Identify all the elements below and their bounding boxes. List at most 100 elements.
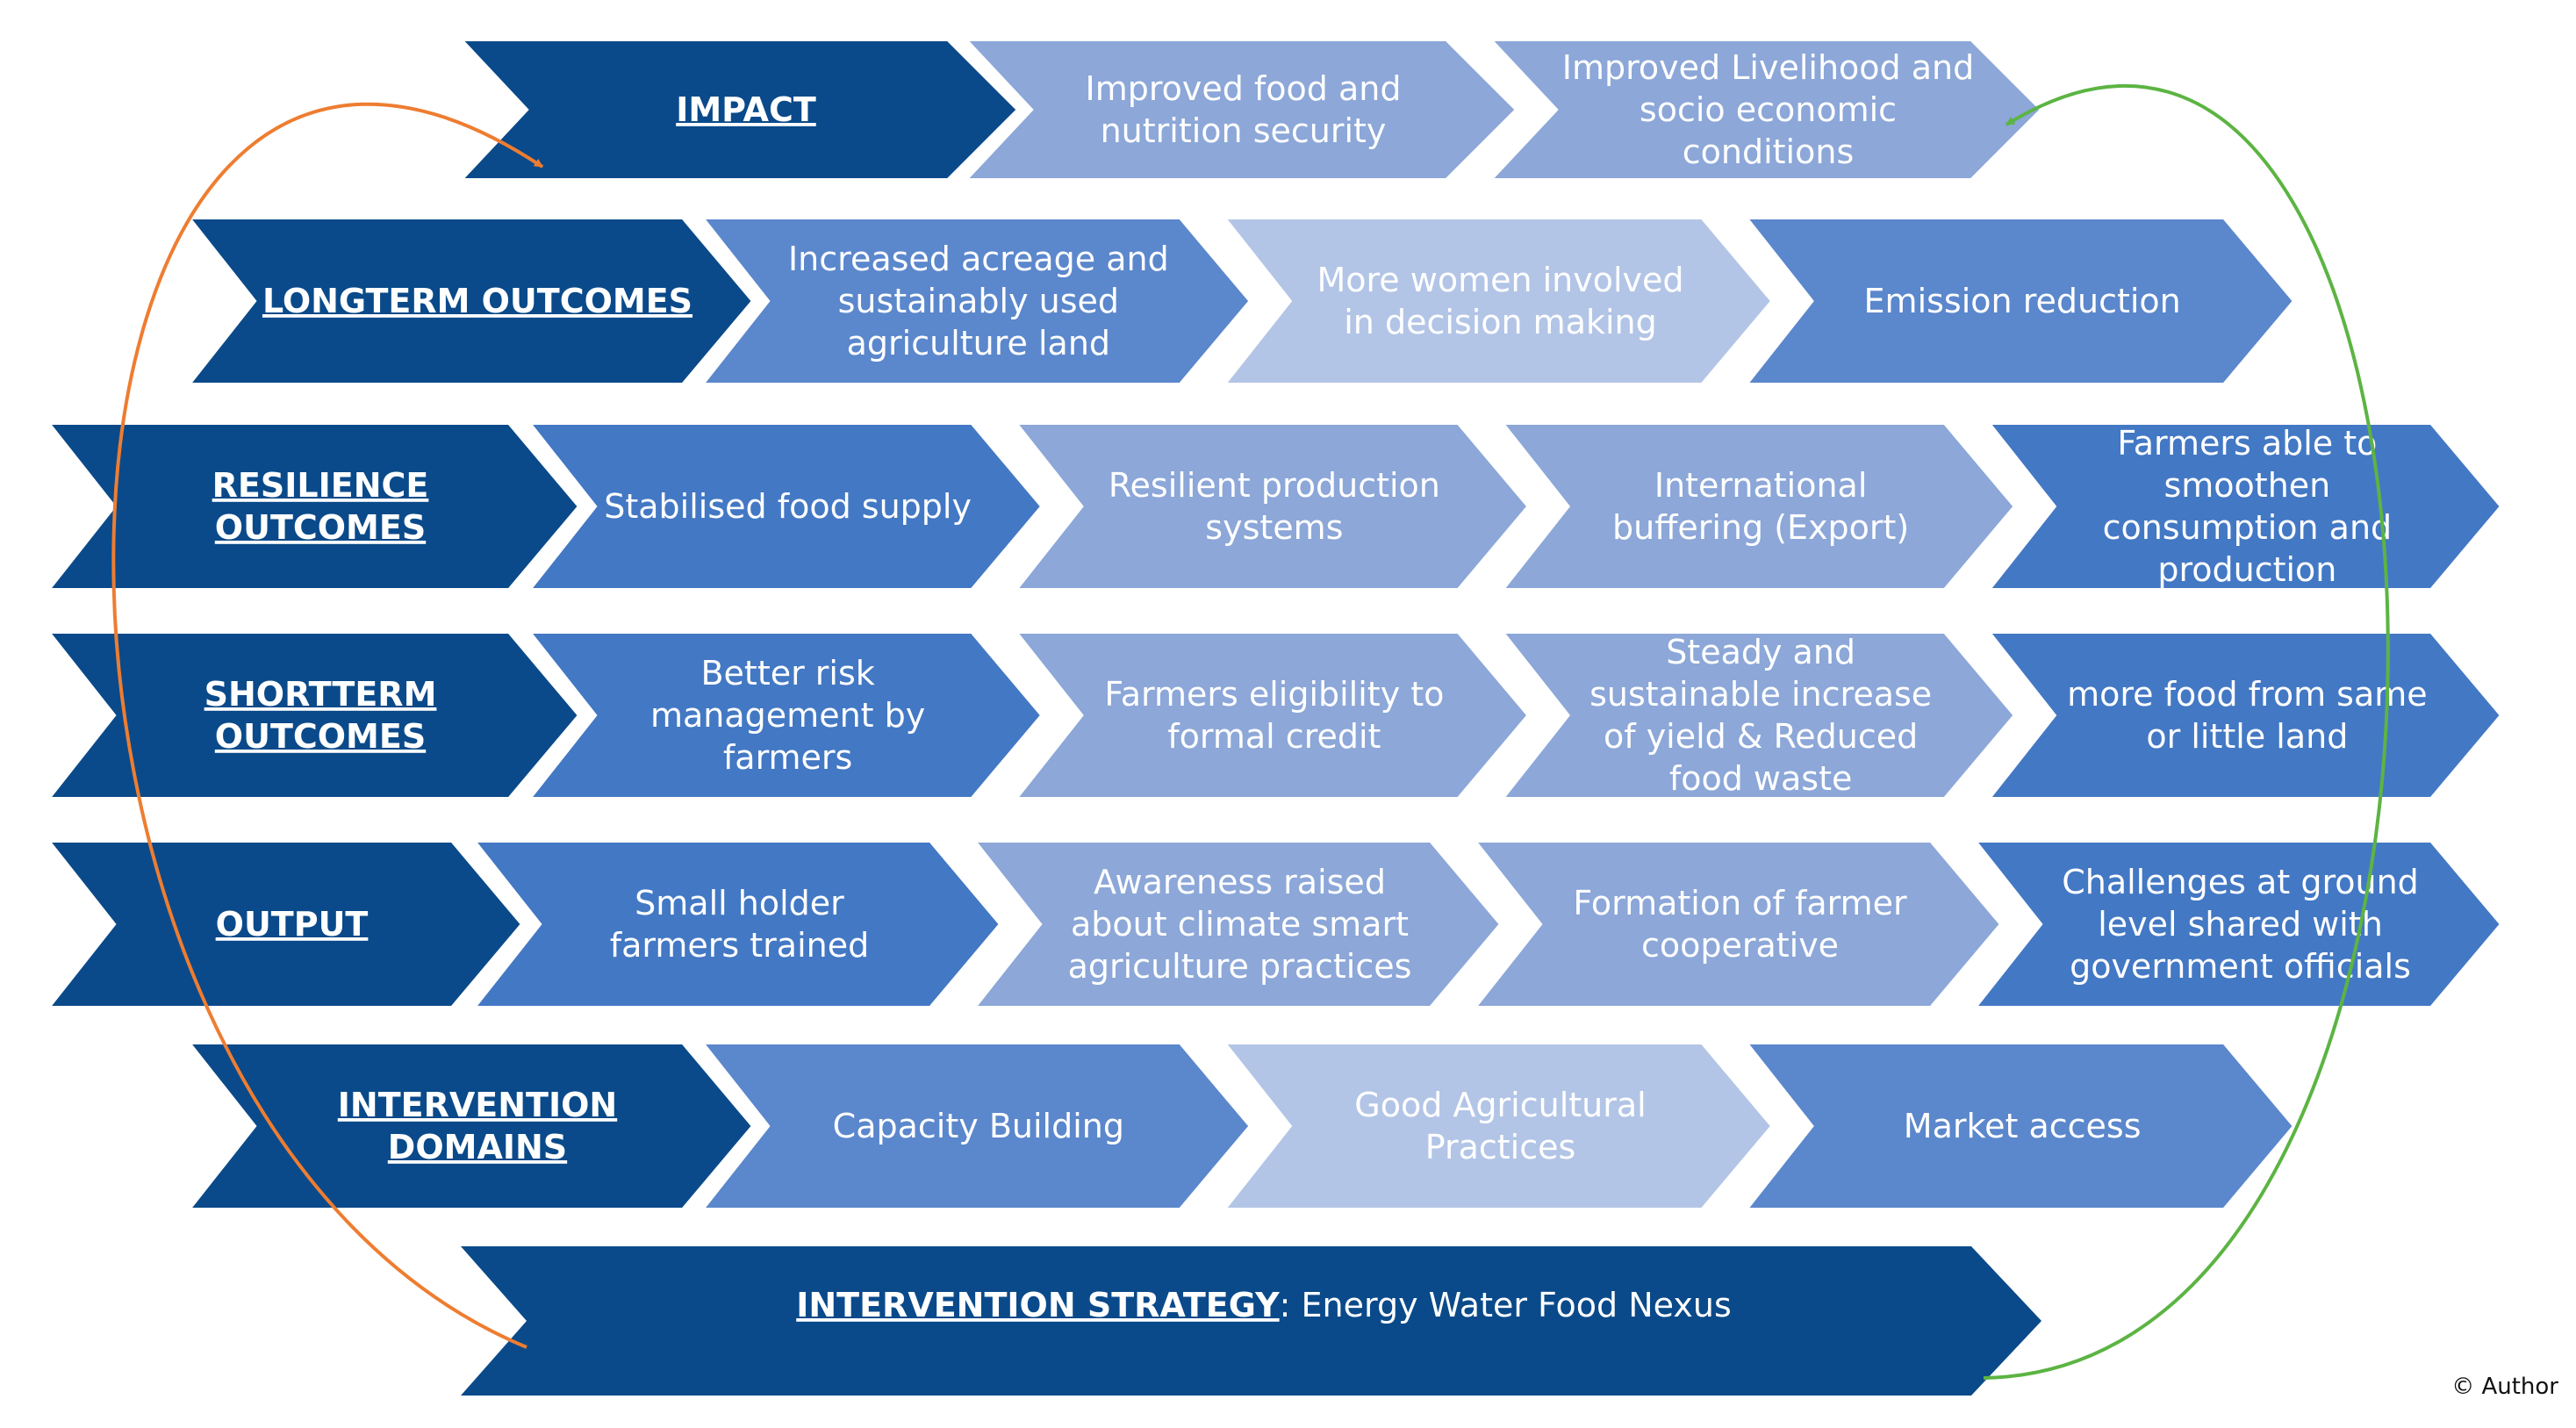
intervention-domains-cell-2-text-line: Good Agricultural (1354, 1086, 1646, 1124)
resilience-outcomes-cell-1-text-line: Stabilised food supply (604, 487, 972, 526)
longterm-outcomes-cell-2-text: More women involved in decision making (1317, 261, 1683, 341)
resilience-outcomes-cell-4-text-line: Farmers able to (2117, 424, 2377, 463)
resilience-outcomes-cell-4-chevron (1984, 421, 2504, 592)
longterm-outcomes-cell-2-chevron (1220, 216, 1775, 386)
intervention-strategy-text: INTERVENTION STRATEGY: Energy Water Food… (796, 1286, 1732, 1324)
impact-cell-2-text-line: conditions (1683, 133, 1855, 171)
impact-cell-2-text-line: Improved Livelihood and (1562, 48, 1974, 87)
row-longterm-outcomes: Emission reduction More women involved in … (184, 216, 2297, 386)
impact-label-chevron (456, 38, 1021, 182)
impact-cell-2-text-line: socio economic (1640, 90, 1897, 129)
longterm-outcomes-label-chevron (184, 216, 756, 386)
output-cell-3-text-line: cooperative (1641, 926, 1839, 965)
output-cell-2-text-line: about climate smart (1071, 905, 1409, 944)
longterm-outcomes-cell-1-text: Increased acreage and sustainably used agr… (788, 240, 1169, 362)
intervention-domains-cell-1-chevron (698, 1041, 1253, 1211)
output-cell-4-text-line: Challenges at ground (2062, 863, 2419, 901)
longterm-outcomes-cell-1-text-line: sustainably used (838, 282, 1119, 320)
longterm-outcomes-cell-3-chevron (1742, 216, 2297, 386)
impact-label: IMPACT (676, 90, 816, 129)
resilience-outcomes-cell-2-text-line: systems (1205, 508, 1343, 547)
resilience-outcomes-cell-3-chevron (1498, 421, 2018, 592)
intervention-strategy-chevron (461, 1246, 2041, 1396)
shortterm-outcomes-cell-1-text-line: Better risk (700, 654, 874, 692)
resilience-outcomes-cell-4-text-line: production (2157, 550, 2336, 589)
impact-cell-1-text-line: nutrition security (1101, 111, 1387, 150)
longterm-outcomes-label: LONGTERM OUTCOMES (262, 282, 692, 320)
shortterm-outcomes-cell-4-text-line: or little land (2146, 717, 2348, 756)
intervention-domains-cell-1-text-line: Capacity Building (833, 1107, 1124, 1145)
impact-cell-1-text-line: Improved food and (1085, 69, 1401, 108)
longterm-outcomes-cell-3-text-line: Emission reduction (1864, 282, 2181, 320)
shortterm-outcomes-label-chevron (44, 630, 582, 800)
resilience-outcomes-cell-3-text-line: International (1654, 466, 1868, 505)
green-feedback-arrow (1983, 83, 2390, 1380)
shortterm-outcomes-cell-2-text-line: Farmers eligibility to (1104, 675, 1444, 714)
longterm-outcomes-cell-1-text-line: Increased acreage and (788, 240, 1169, 278)
intervention-domains-cell-2-chevron (1220, 1041, 1775, 1211)
resilience-outcomes-label-line: OUTCOMES (215, 508, 426, 547)
copyright-notice: © Author (2451, 1374, 2558, 1400)
longterm-outcomes-cell-3-text: Emission reduction (1864, 282, 2181, 320)
shortterm-outcomes-cell-3-chevron (1498, 630, 2018, 800)
resilience-outcomes-cell-2-chevron (1012, 421, 1532, 592)
output-cell-2-text-line: agriculture practices (1068, 947, 1412, 986)
output-cell-2-text-line: Awareness raised (1094, 863, 1386, 901)
output-label-chevron (44, 839, 525, 1009)
resilience-outcomes-cell-2-text-line: Resilient production (1109, 466, 1440, 505)
resilience-outcomes-label-chevron (44, 421, 582, 592)
intervention-domains-cell-2-text-line: Practices (1425, 1128, 1576, 1166)
impact-label-line: IMPACT (676, 90, 816, 129)
longterm-outcomes-cell-2-text-line: More women involved (1317, 261, 1683, 299)
output-cell-2-chevron (970, 839, 1503, 1009)
shortterm-outcomes-label-line: OUTCOMES (215, 717, 426, 756)
resilience-outcomes-cell-1-chevron (525, 421, 1044, 592)
intervention-strategy-row: INTERVENTION STRATEGY: Energy Water Food… (461, 1246, 2041, 1396)
shortterm-outcomes-cell-2-text-line: formal credit (1167, 717, 1381, 756)
shortterm-outcomes-cell-3-text-line: food waste (1669, 759, 1853, 798)
shortterm-outcomes-cell-1-text-line: management by (650, 696, 925, 735)
intervention-domains-cell-3-text: Market access (1904, 1107, 2142, 1145)
output-cell-4-text-line: government officials (2070, 947, 2411, 986)
output-cell-1-chevron (470, 839, 1003, 1009)
intervention-domains-cell-3-text-line: Market access (1904, 1107, 2142, 1145)
impact-cell-1-chevron (961, 38, 1519, 182)
resilience-outcomes-cell-3-text-line: buffering (Export) (1612, 508, 1909, 547)
shortterm-outcomes-cell-3-text-line: sustainable increase (1589, 675, 1932, 714)
output-label: OUTPUT (216, 905, 369, 944)
longterm-outcomes-cell-1-text-line: agriculture land (847, 324, 1110, 362)
shortterm-outcomes-cell-1-chevron (525, 630, 1044, 800)
shortterm-outcomes-cell-4-text-line: more food from same (2067, 675, 2428, 714)
resilience-outcomes-label-line: RESILIENCE (212, 466, 429, 505)
longterm-outcomes-cell-2-text-line: in decision making (1344, 303, 1657, 341)
orange-feedback-arrow (111, 102, 544, 1349)
output-cell-4-text-line: level shared with (2098, 905, 2383, 944)
output-cell-1-text-line: Small holder (635, 884, 844, 922)
shortterm-outcomes-cell-3-text-line: Steady and (1666, 633, 1855, 671)
shortterm-outcomes-cell-1-text-line: farmers (723, 738, 852, 777)
intervention-strategy-label: INTERVENTION STRATEGY (796, 1286, 1280, 1324)
